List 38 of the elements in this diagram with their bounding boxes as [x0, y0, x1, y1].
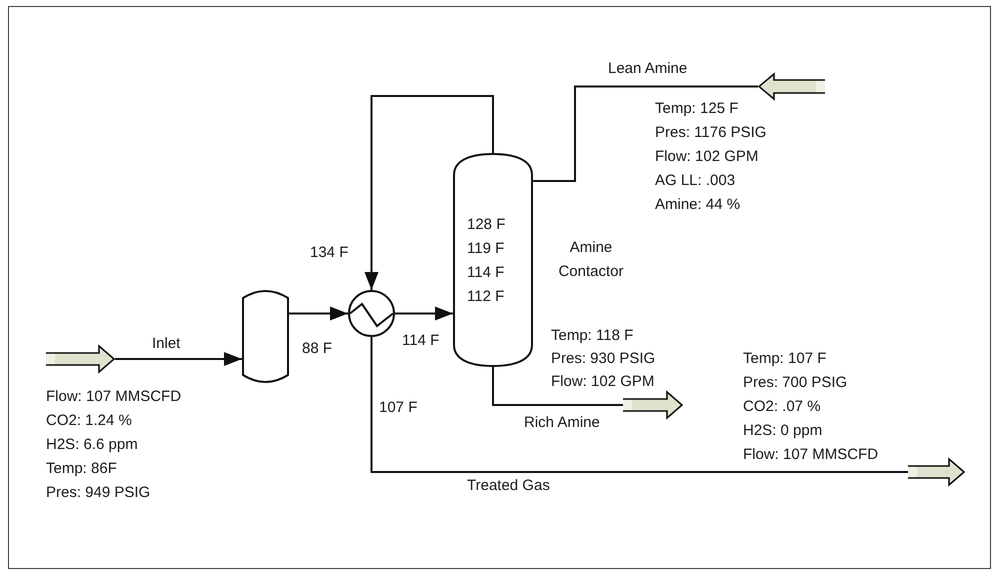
stream-property: Pres: 949 PSIG	[46, 484, 150, 502]
stream-property: CO2: .07 %	[743, 398, 821, 416]
stream-property: Temp: 107 F	[743, 350, 826, 368]
vessel-name: Amine Contactor	[557, 238, 625, 282]
stream-property: Flow: 107 MMSCFD	[743, 446, 878, 464]
stream-property: Temp: 125 F	[655, 100, 738, 118]
pipe-line	[115, 352, 242, 366]
stream-property: Flow: 102 GPM	[655, 148, 758, 166]
heat-exchanger-symbol	[348, 290, 395, 337]
stream-property: Pres: 1176 PSIG	[655, 124, 766, 142]
stream-property: Flow: 102 GPM	[551, 373, 654, 391]
stream-property: Pres: 930 PSIG	[551, 350, 656, 368]
stream-property: Flow: 107 MMSCFD	[46, 388, 182, 406]
pipe-line	[492, 367, 623, 406]
temperature-reading: 112 F	[467, 287, 504, 307]
temperature-reading: 114 F	[467, 263, 504, 283]
temperature-reading: 128 F	[467, 215, 506, 235]
pipe-line	[395, 306, 453, 320]
stream-property: Temp: 86F	[46, 460, 117, 478]
stream-property: Temp: 118 F	[551, 327, 634, 345]
separator-vessel	[242, 290, 289, 383]
pipe-line	[289, 306, 348, 320]
temperature-reading: 119 F	[467, 239, 504, 259]
block-arrow	[758, 73, 825, 100]
stream-property: H2S: 0 ppm	[743, 422, 822, 440]
temperature-label: 107 F	[379, 399, 418, 417]
block-arrow	[908, 458, 965, 486]
pipe-line	[533, 86, 758, 182]
pipe-line	[364, 95, 494, 290]
pipe-line	[370, 337, 908, 473]
contactor-column	[453, 153, 533, 367]
block-arrow	[46, 345, 115, 373]
block-arrow	[623, 391, 683, 419]
stream-property: Pres: 700 PSIG	[743, 374, 848, 392]
stream-property: AG LL: .003	[655, 172, 736, 190]
stream-property: Amine: 44 %	[655, 196, 740, 214]
stream-property: H2S: 6.6 ppm	[46, 436, 138, 454]
stream-property: CO2: 1.24 %	[46, 412, 132, 430]
